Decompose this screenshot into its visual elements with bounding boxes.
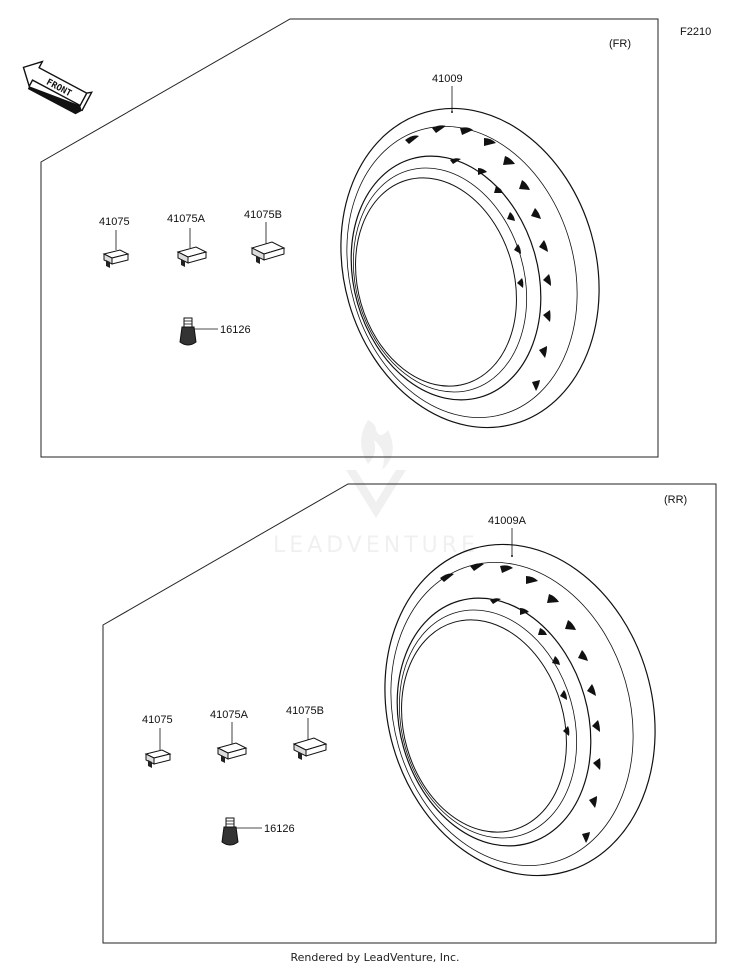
- front-tire[interactable]: [304, 78, 636, 459]
- rear-valve[interactable]: [221, 817, 239, 846]
- front-panel: (FR) 41009: [40, 18, 659, 459]
- rear-weight-label-2[interactable]: 41075A: [210, 709, 249, 721]
- front-weight-label-2[interactable]: 41075A: [167, 213, 206, 225]
- rear-weight-41075B[interactable]: [292, 737, 328, 760]
- front-weight-41075A[interactable]: [176, 246, 208, 267]
- front-weight-41075B[interactable]: [250, 241, 286, 264]
- rear-panel: (RR) 41009A: [102, 483, 717, 944]
- figure-code: F2210: [680, 26, 711, 38]
- front-valve-part-number[interactable]: 16126: [220, 324, 251, 336]
- front-section-tag: (FR): [609, 38, 631, 50]
- rear-valve-part-number[interactable]: 16126: [264, 823, 295, 835]
- front-weight-label-1[interactable]: 41075: [99, 216, 130, 228]
- front-valve[interactable]: [179, 317, 197, 346]
- tread-grooves: [440, 563, 601, 843]
- leadventure-watermark: LEADVENTURE: [273, 420, 479, 558]
- rear-weight-41075A[interactable]: [216, 742, 248, 763]
- rear-section-tag: (RR): [664, 494, 687, 506]
- rear-weight-label-1[interactable]: 41075: [142, 714, 173, 726]
- rear-tire[interactable]: [347, 512, 693, 908]
- rear-weight-label-3[interactable]: 41075B: [286, 705, 324, 717]
- front-tire-part-number[interactable]: 41009: [432, 73, 463, 85]
- render-credit: Rendered by LeadVenture, Inc.: [290, 951, 460, 964]
- watermark-text: LEADVENTURE: [273, 533, 479, 558]
- front-weight-41075[interactable]: [102, 249, 130, 268]
- tread-grooves: [405, 125, 551, 391]
- front-weight-label-3[interactable]: 41075B: [244, 209, 282, 221]
- front-arrow-icon: FRONT: [22, 60, 93, 115]
- rear-tire-part-number[interactable]: 41009A: [488, 515, 527, 527]
- rear-weight-41075[interactable]: [144, 749, 172, 768]
